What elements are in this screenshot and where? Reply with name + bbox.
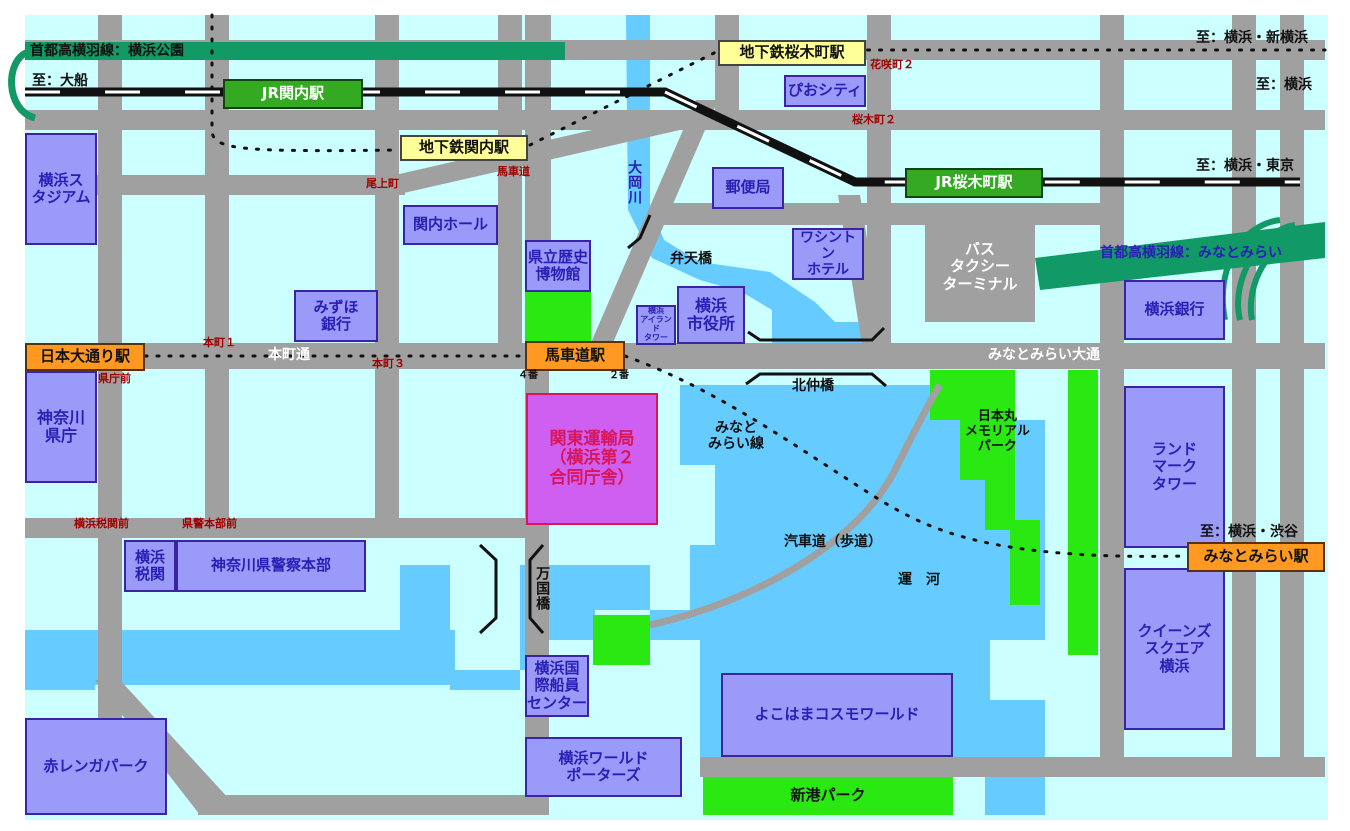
ooka-river-label: 大岡川 [626, 160, 643, 205]
yokohama-stadium[interactable]: 横浜ス タジアム [25, 133, 97, 245]
seamens-center[interactable]: 横浜国 際船員 センター [525, 655, 589, 717]
bridge-marks [478, 214, 887, 635]
bashamichi-station[interactable]: 馬車道駅 [525, 341, 625, 371]
park-areas [525, 292, 1098, 665]
city-hall[interactable]: 横浜 市役所 [677, 286, 745, 344]
intersection-onoe: 尾上町 [366, 177, 399, 190]
red-brick-park[interactable]: 赤レンガパーク [25, 718, 167, 815]
minatomirai-odori-label: みなとみらい大通 [988, 347, 1100, 363]
intersection-hanasaki2: 花咲町２ [870, 58, 914, 71]
shinko-park[interactable]: 新港パーク [703, 777, 953, 815]
kitanaka-bridge-label: 北仲橋 [792, 378, 834, 394]
expressway-curve-west [8, 48, 37, 122]
kanagawa-prefectural-office[interactable]: 神奈川 県庁 [25, 371, 97, 483]
subway-routes [143, 13, 1327, 558]
mizuho-bank[interactable]: みずほ 銀行 [294, 290, 378, 342]
direction-yokohama: 至：横浜 [1256, 77, 1312, 93]
yokohama-customs[interactable]: 横浜 税関 [124, 540, 176, 592]
road-network [25, 15, 1325, 815]
cosmo-world[interactable]: よこはまコスモワールド [721, 673, 953, 757]
direction-yokohama-shibuya: 至：横浜・渋谷 [1200, 524, 1298, 540]
intersection-honcho3: 本町３ [372, 357, 405, 370]
world-porters[interactable]: 横浜ワールド ポーターズ [525, 737, 682, 797]
pio-city[interactable]: ぴおシティ [784, 75, 866, 107]
honcho-dori-label: 本町通 [268, 347, 310, 363]
kisha-michi-label: 汽車道（歩道） [784, 534, 882, 550]
island-tower[interactable]: 横浜 アイランド タワー [636, 305, 676, 345]
benten-bridge-label: 弁天橋 [670, 251, 712, 267]
queens-square[interactable]: クイーンズ スクエア 横浜 [1124, 568, 1225, 730]
jr-sakuragicho-station[interactable]: JR桜木町駅 [905, 168, 1043, 198]
expressway-label-west: 首都高横羽線：横浜公園 [30, 43, 184, 59]
bashamichi-exit-4: ４番 [518, 370, 538, 381]
police-headquarters[interactable]: 神奈川県警察本部 [176, 540, 366, 592]
subway-kannai-station[interactable]: 地下鉄関内駅 [400, 135, 528, 161]
washington-hotel[interactable]: ワシントン ホテル [792, 228, 864, 280]
kisha-michi-walkway [649, 383, 943, 629]
intersection-sakuragi2: 桜木町２ [852, 113, 896, 126]
intersection-kenchomae: 県庁前 [98, 372, 131, 385]
post-office[interactable]: 郵便局 [712, 167, 784, 209]
intersection-kenkei-mae: 県警本部前 [182, 517, 237, 530]
prefectural-history-museum[interactable]: 県立歴史 博物館 [525, 240, 591, 292]
bankoku-bridge-label: 万国橋 [534, 566, 551, 611]
expressway-lines [25, 42, 1325, 290]
direction-ofuna: 至：大船 [32, 73, 88, 89]
direction-yokohama-shinyokohama: 至：横浜・新横浜 [1196, 30, 1308, 46]
minatomirai-station[interactable]: みなとみらい駅 [1187, 542, 1325, 572]
expressway-label-east: 首都高横羽線：みなとみらい [1100, 245, 1282, 261]
kannai-hall[interactable]: 関内ホール [403, 205, 498, 245]
intersection-zeikan-mae: 横浜税関前 [74, 517, 129, 530]
landmark-tower[interactable]: ランド マーク タワー [1124, 386, 1225, 548]
bus-taxi-terminal: バス タクシー ターミナル [925, 212, 1035, 322]
yokohama-bank[interactable]: 横浜銀行 [1124, 280, 1225, 340]
minatomirai-line-label: みなと みらい線 [708, 420, 764, 453]
nippon-maru-park-label: 日本丸 メモリアル パーク [965, 409, 1030, 454]
jr-kannai-station[interactable]: JR関内駅 [223, 79, 363, 109]
bashamichi-exit-2: ２番 [609, 370, 629, 381]
intersection-honcho1: 本町１ [203, 336, 236, 349]
intersection-bashamichi: 馬車道 [497, 165, 530, 178]
direction-yokohama-tokyo: 至：横浜・東京 [1196, 158, 1294, 174]
nihon-odori-station[interactable]: 日本大通り駅 [25, 343, 145, 371]
subway-sakuragicho-station[interactable]: 地下鉄桜木町駅 [718, 40, 866, 66]
kanto-transport-bureau[interactable]: 関東運輸局 （横浜第２ 合同庁舎） [526, 393, 658, 525]
canal-label: 運 河 [898, 572, 940, 588]
